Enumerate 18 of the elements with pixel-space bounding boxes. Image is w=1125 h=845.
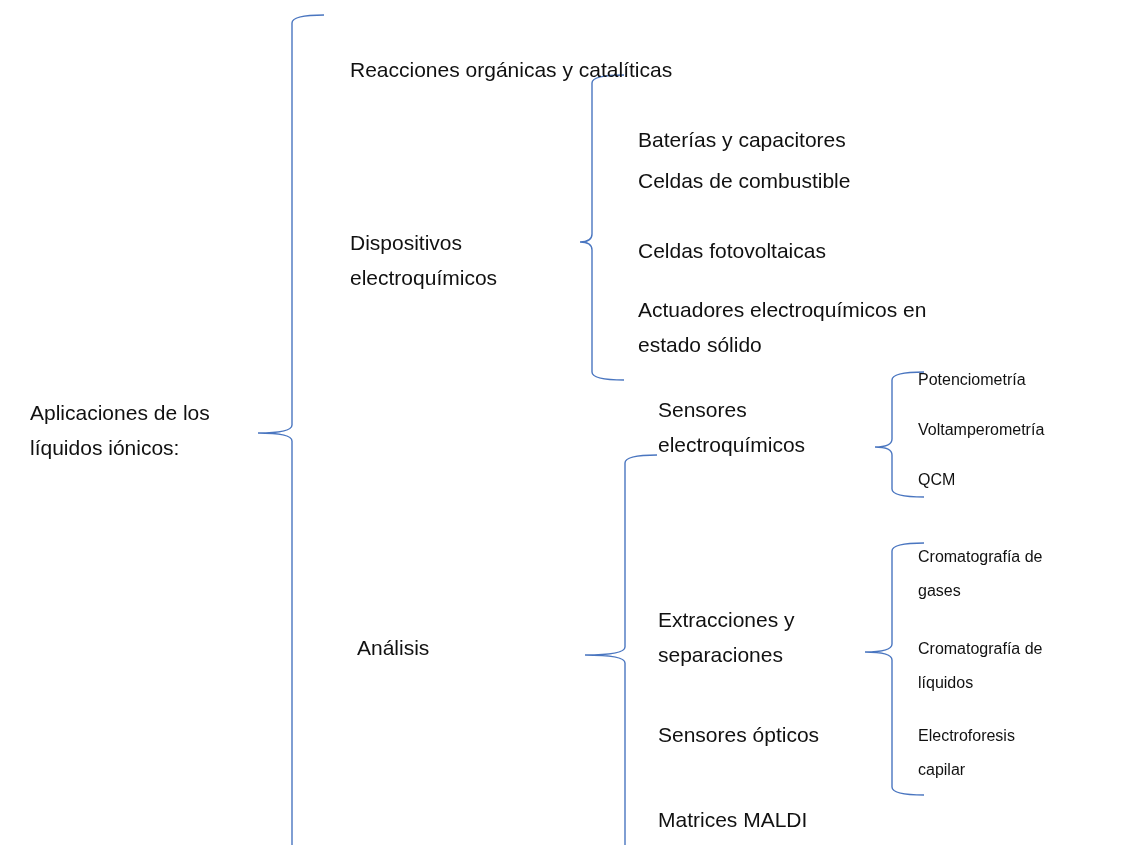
label-text: Aplicaciones de los líquidos iónicos: xyxy=(30,400,211,461)
label-text: Voltamperometría xyxy=(918,420,1046,440)
label-text: QCM xyxy=(918,470,957,490)
label-text: Cromatografía de gases xyxy=(918,547,1044,601)
label-text: Sensores electroquímicos xyxy=(658,397,807,458)
label-text: Potenciometría xyxy=(918,370,1027,390)
label-text: Dispositivos electroquímicos xyxy=(350,230,499,291)
label-text: Cromatografía de líquidos xyxy=(918,639,1044,693)
label-text: Celdas de combustible xyxy=(638,168,852,194)
label-text: Electroforesis capilar xyxy=(918,726,1016,780)
label-text: Matrices MALDI xyxy=(658,807,809,833)
label-text: Extracciones y separaciones xyxy=(658,607,796,668)
label-text: Baterías y capacitores xyxy=(638,127,847,153)
label-text: Sensores ópticos xyxy=(658,722,821,748)
label-text: Celdas fotovoltaicas xyxy=(638,238,827,264)
label-text: Actuadores electroquímicos en estado sólido xyxy=(638,297,928,358)
label-text: Reacciones orgánicas y catalíticas xyxy=(350,57,674,83)
label-text: Análisis xyxy=(357,635,431,661)
